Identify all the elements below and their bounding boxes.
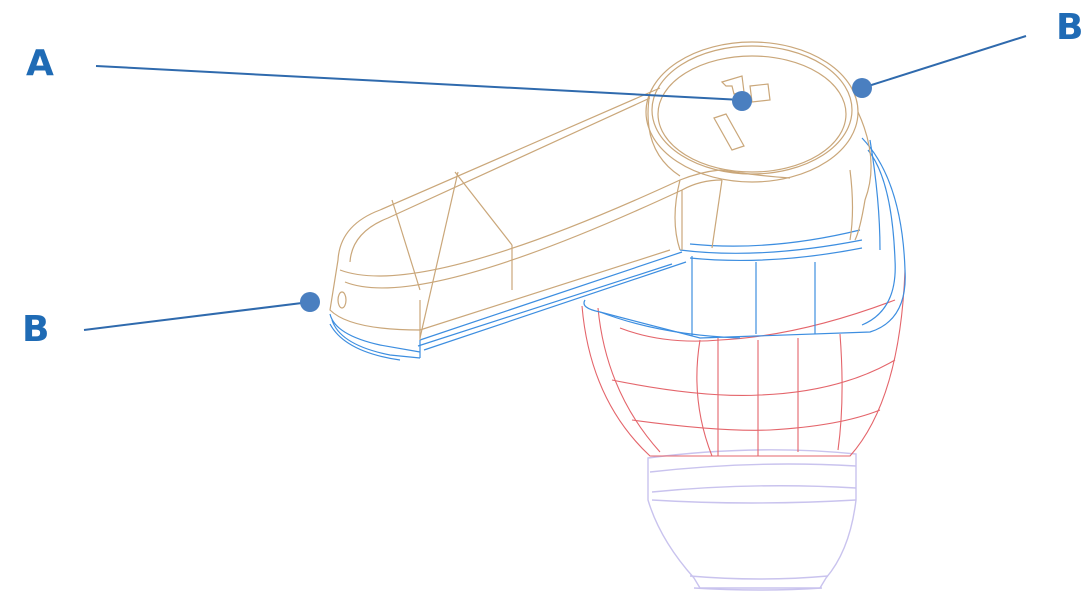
callout-dot-b-left — [300, 292, 320, 312]
leader-line-a — [95, 65, 743, 101]
stem-housing — [329, 41, 872, 340]
callout-label-a: A — [26, 43, 54, 84]
leader-line-b-left — [83, 301, 311, 331]
nozzle — [581, 269, 906, 457]
callout-dots — [300, 78, 872, 312]
body-housing — [329, 137, 906, 361]
callout-label-b-top: B — [1056, 7, 1084, 48]
callout-dot-a — [732, 91, 752, 111]
leader-line-b-top — [861, 35, 1027, 89]
callout-leaders — [83, 35, 1027, 331]
ear-tip — [647, 449, 857, 591]
callout-dot-b-top — [852, 78, 872, 98]
callout-label-b-left: B — [22, 309, 50, 350]
